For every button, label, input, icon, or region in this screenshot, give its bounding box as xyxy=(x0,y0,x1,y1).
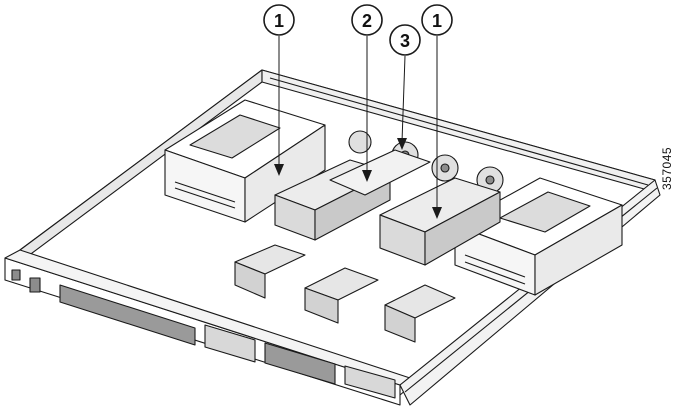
power-supply-right xyxy=(454,177,623,296)
front-panel-ports xyxy=(11,269,396,399)
leader-lines xyxy=(278,36,438,212)
callout-1-left: 1 xyxy=(263,4,295,36)
callout-label: 1 xyxy=(274,11,284,31)
callout-label: 2 xyxy=(362,11,372,31)
component-heatsinks xyxy=(234,244,456,343)
callout-label: 3 xyxy=(400,31,410,51)
callout-1-right: 1 xyxy=(421,4,453,36)
power-supply-left xyxy=(164,99,326,223)
cpu-heatsink-right xyxy=(379,177,501,266)
leader-arrowheads xyxy=(274,138,442,219)
callout-label: 1 xyxy=(432,11,442,31)
heatsink-center xyxy=(329,149,431,196)
callout-3: 3 xyxy=(389,24,421,56)
callout-2: 2 xyxy=(351,4,383,36)
figure-id: 357045 xyxy=(660,146,674,190)
